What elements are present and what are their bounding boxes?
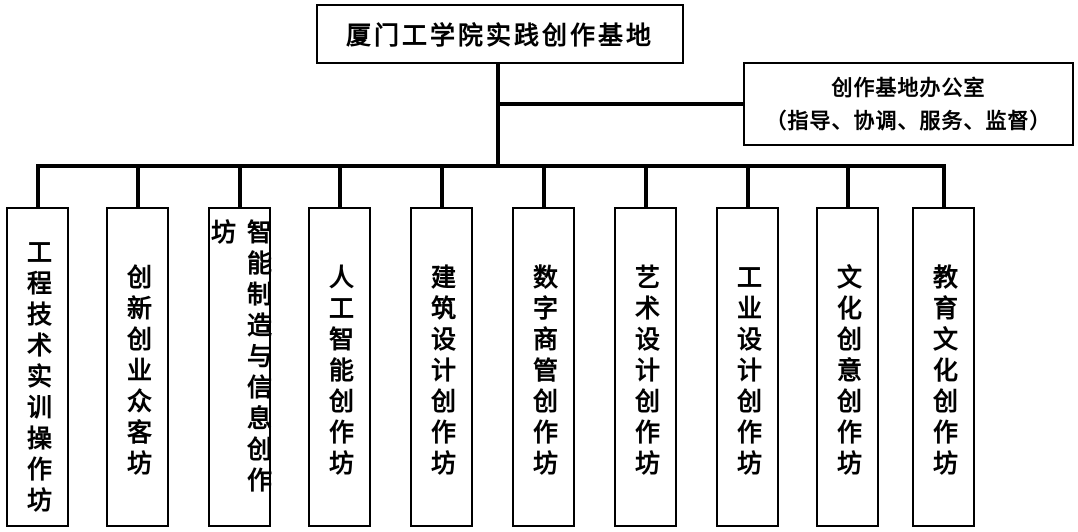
root-trunk-line (496, 63, 500, 167)
leaf-node-label: 工程技术实训操作坊 (23, 239, 53, 518)
leaf-connector (644, 164, 648, 208)
horizontal-bus-line (36, 164, 946, 168)
leaf-node-box: 建筑设计创作坊 (410, 207, 473, 527)
leaf-connector (746, 164, 750, 208)
leaf-connector (542, 164, 546, 208)
leaf-node-box: 创新创业众客坊 (106, 207, 169, 527)
leaf-node-label: 艺术设计创作坊 (631, 264, 661, 481)
leaf-node-label: 智能制造与信息创作坊 (207, 219, 273, 498)
leaf-node-label: 文化创意创作坊 (833, 264, 863, 481)
root-node-label: 厦门工学院实践创作基地 (345, 21, 654, 50)
leaf-node-box: 教育文化创作坊 (912, 207, 975, 527)
leaf-connector (440, 164, 444, 208)
office-duties: （指导、协调、服务、监督） (765, 108, 1052, 133)
office-branch-line (496, 102, 744, 106)
leaf-node-label: 人工智能创作坊 (325, 264, 355, 481)
leaf-connector (238, 164, 242, 208)
root-node-box: 厦门工学院实践创作基地 (316, 4, 684, 64)
leaf-node-box: 人工智能创作坊 (308, 207, 371, 527)
leaf-node-box: 工程技术实训操作坊 (6, 207, 69, 527)
leaf-node-box: 文化创意创作坊 (816, 207, 879, 527)
leaf-connector (36, 164, 40, 208)
leaf-node-box: 数字商管创作坊 (512, 207, 575, 527)
leaf-connector (136, 164, 140, 208)
leaf-node-box: 智能制造与信息创作坊 (208, 207, 273, 527)
leaf-node-box: 工业设计创作坊 (716, 207, 779, 527)
office-title: 创作基地办公室 (831, 75, 986, 100)
leaf-node-label: 数字商管创作坊 (529, 264, 559, 481)
leaf-connector (942, 164, 946, 208)
leaf-node-label: 工业设计创作坊 (733, 264, 763, 481)
leaf-node-label: 建筑设计创作坊 (427, 264, 457, 481)
office-node-box: 创作基地办公室 （指导、协调、服务、监督） (743, 62, 1074, 146)
leaf-node-label: 创新创业众客坊 (123, 264, 153, 481)
leaf-node-label: 教育文化创作坊 (929, 264, 959, 481)
leaf-connector (846, 164, 850, 208)
leaf-connector (338, 164, 342, 208)
leaf-node-box: 艺术设计创作坊 (614, 207, 677, 527)
